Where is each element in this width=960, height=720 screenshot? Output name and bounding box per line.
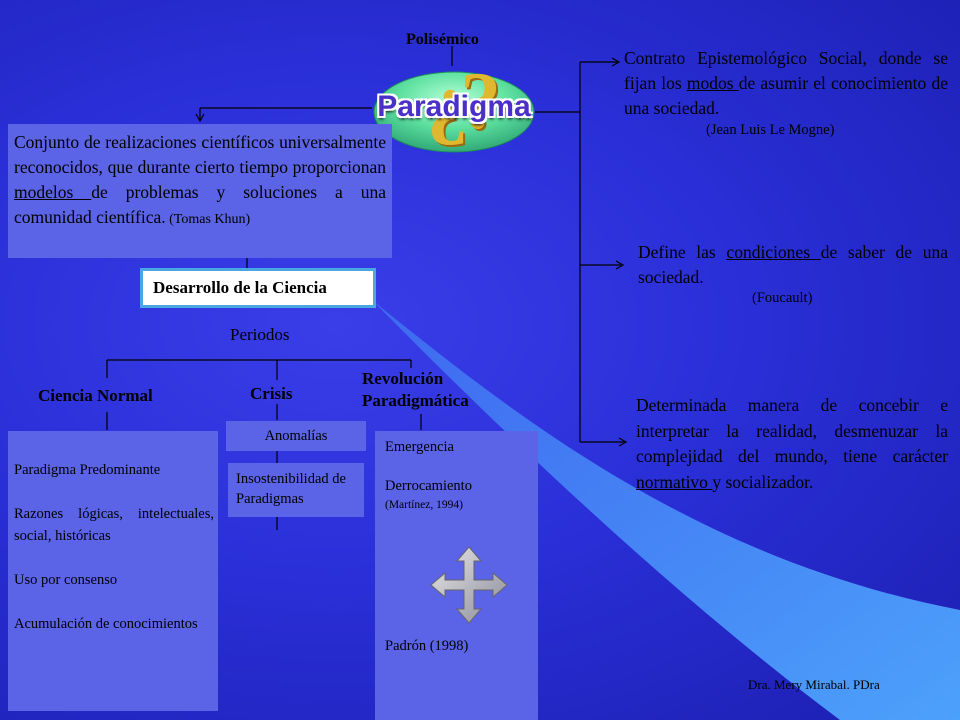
determinada-text2: y socializador. — [712, 471, 814, 492]
ciencia-normal-box: Paradigma Predominante Razones lógicas, … — [8, 431, 218, 711]
list-item: Paradigma Predominante — [14, 462, 161, 478]
list-item: Razones lógicas, intelectuales, social, … — [14, 506, 214, 544]
author-credit: Dra. Mery Mirabal. PDra — [748, 677, 880, 692]
foucault-cite: (Foucault) — [752, 290, 813, 306]
paradigma-title: Paradigma — [377, 90, 531, 123]
kuhn-text2: de problemas y soluciones a una comunida… — [14, 182, 387, 227]
paradigma-node: ¿? Paradigma — [372, 55, 536, 160]
determinada-link-normativo: normativo — [636, 471, 713, 492]
polisemico-label: Polisémico — [406, 31, 479, 48]
foucault-text: Define las condiciones de saber de una s… — [638, 240, 948, 290]
kuhn-cite: (Tomas Khun) — [165, 212, 251, 227]
determinada-text: Determinada manera de concebir e interpr… — [636, 393, 948, 495]
question-marks: ¿? — [427, 55, 501, 146]
list-item: Acumulación de conocimientos — [14, 616, 198, 632]
kuhn-text: Conjunto de realizaciones científicos un… — [14, 132, 386, 177]
martinez-cite: (Martínez, 1994) — [385, 499, 463, 511]
periodos-label: Periodos — [230, 325, 290, 344]
foucault-link-condiciones: condiciones — [726, 242, 821, 262]
contrato-cite: (Jean Luis Le Mogne) — [706, 122, 835, 138]
foucault-text1: Define las — [638, 242, 727, 262]
determinada-text1: Determinada manera de concebir e interpr… — [636, 395, 948, 466]
padron-text: Padrón (1998) — [385, 638, 469, 654]
contrato-text: Contrato Epistemológico Social, donde se… — [624, 46, 948, 121]
four-way-arrow-icon — [430, 546, 508, 624]
kuhn-definition-box: Conjunto de realizaciones científicos un… — [8, 124, 392, 258]
revolucion-box: Emergencia Derrocamiento (Martínez, 1994… — [375, 431, 538, 720]
derrocamiento-text: Derrocamiento — [385, 478, 472, 494]
anomalias-box: Anomalías — [226, 421, 366, 451]
foucault-text2: de saber de una sociedad. — [638, 242, 948, 287]
insostenibilidad-box: Insostenibilidad de Paradigmas — [228, 463, 364, 517]
contrato-link-modos: modos — [686, 73, 739, 93]
ciencia-normal-title: Ciencia Normal — [38, 386, 153, 405]
desarrollo-box: Desarrollo de la Ciencia — [140, 268, 376, 308]
contrato-text2: de asumir el conocimiento de una socieda… — [624, 73, 948, 118]
emergencia-text: Emergencia — [385, 439, 454, 455]
contrato-text1: Contrato Epistemológico Social, donde se… — [624, 48, 948, 93]
crisis-title: Crisis — [250, 384, 293, 403]
revolucion-title: Revolución Paradigmática — [362, 369, 469, 410]
kuhn-link-modelos: modelos — [14, 182, 92, 202]
list-item: Uso por consenso — [14, 572, 118, 588]
paradigma-ellipse — [373, 71, 535, 153]
